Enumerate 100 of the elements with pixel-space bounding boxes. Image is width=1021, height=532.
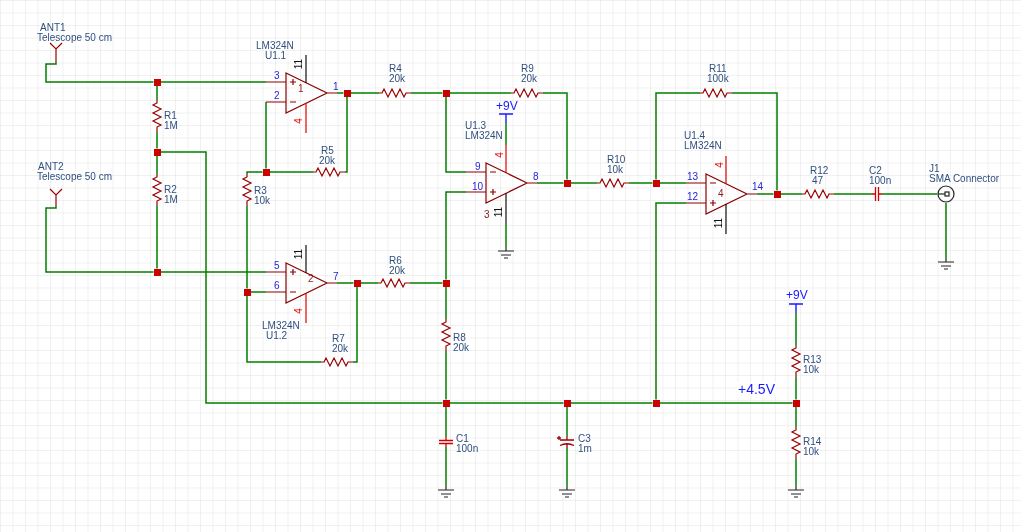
pin-number: 14 [752,182,764,192]
wire [159,271,267,273]
wire [655,202,687,401]
resistor-symbol [802,189,834,199]
ground-symbol [438,486,454,498]
component-label: C2 [869,166,882,176]
wire [542,92,568,181]
pin-number: 10 [472,182,484,192]
component-label: 100n [869,176,892,186]
pin-number: 4 [293,308,304,314]
wire [349,92,380,94]
pin-number: 11 [294,58,305,70]
component-label: R13 [803,355,822,365]
resistor-symbol [152,174,162,206]
pin-number: 3 [274,71,280,81]
resistor-symbol [791,345,801,377]
wire [409,282,444,284]
component-label: U1.3 [465,121,487,131]
component-label: R7 [332,334,345,344]
op-amp-symbol [266,245,337,323]
wire [881,193,938,195]
pin-number: 6 [274,281,280,291]
component-label: 100n [456,444,479,454]
wire [45,61,155,83]
antenna-symbol [49,188,63,206]
component-label: 1m [578,444,592,454]
pin-number: 11 [494,206,505,218]
component-label: R9 [521,64,534,74]
resistor-symbol [242,174,252,206]
wire [336,92,345,94]
component-label: 20k [319,156,336,166]
component-label: U1.1 [265,51,287,61]
component-label: 1M [164,121,178,131]
pin-number: 4 [714,162,725,168]
wire [246,171,264,175]
net-label: +4.5V [737,382,776,397]
resistor-symbol [321,357,353,367]
wire [249,291,267,293]
wire [795,312,797,346]
pin-number: 5 [274,261,280,271]
wire [344,95,348,173]
wire [359,282,379,284]
supply-symbol [499,113,513,123]
wire [566,447,568,487]
wire [448,92,512,94]
wire [445,191,467,281]
pin-number: 11 [714,217,725,229]
component-label: R8 [453,333,466,343]
connector-symbol [937,185,955,203]
wire [156,131,158,150]
component-label: R4 [389,64,402,74]
wire [795,458,797,487]
component-label: 10k [607,165,624,175]
wire [159,151,444,404]
wire [159,81,267,83]
wire [156,84,158,101]
wire [779,193,803,195]
component-label: R5 [321,146,334,156]
wire [445,405,447,438]
component-label: 20k [389,74,406,84]
component-label: R6 [389,256,402,266]
wire [156,154,158,175]
wire [505,122,507,146]
op-amp-symbol [466,145,537,223]
wire [536,182,565,184]
component-label: 10k [803,447,820,457]
wire [731,92,778,192]
component-label: 47 [812,176,824,186]
component-label: LM324N [684,141,722,151]
wire [448,402,565,404]
component-label: Telescope 50 cm [37,33,113,43]
capacitor-symbol [557,436,577,448]
pin-number: 8 [533,172,539,182]
wire [352,285,358,363]
wire [756,193,775,195]
wire [246,294,322,363]
pin-number: 13 [687,172,699,182]
ground-symbol [498,247,514,259]
component-label: ANT2 [38,162,64,172]
ground-symbol [559,486,575,498]
resistor-symbol [441,319,451,351]
wire [445,95,467,173]
wire [265,101,267,170]
component-label: 10k [254,196,271,206]
wire [246,205,248,290]
component-label: R14 [803,437,822,447]
component-label: LM324N [262,321,300,331]
unit-number: 3 [484,210,490,220]
wire [445,446,447,487]
component-label: 20k [521,74,538,84]
resistor-symbol [791,427,801,459]
component-label: R3 [254,186,267,196]
ground-symbol [938,258,954,270]
wire [658,402,794,404]
wire [45,205,155,273]
component-label: ANT1 [40,23,66,33]
wire [505,222,507,248]
pin-number: 11 [294,248,305,260]
component-label: LM324N [256,41,294,51]
voltage-label: +9V [496,100,518,112]
